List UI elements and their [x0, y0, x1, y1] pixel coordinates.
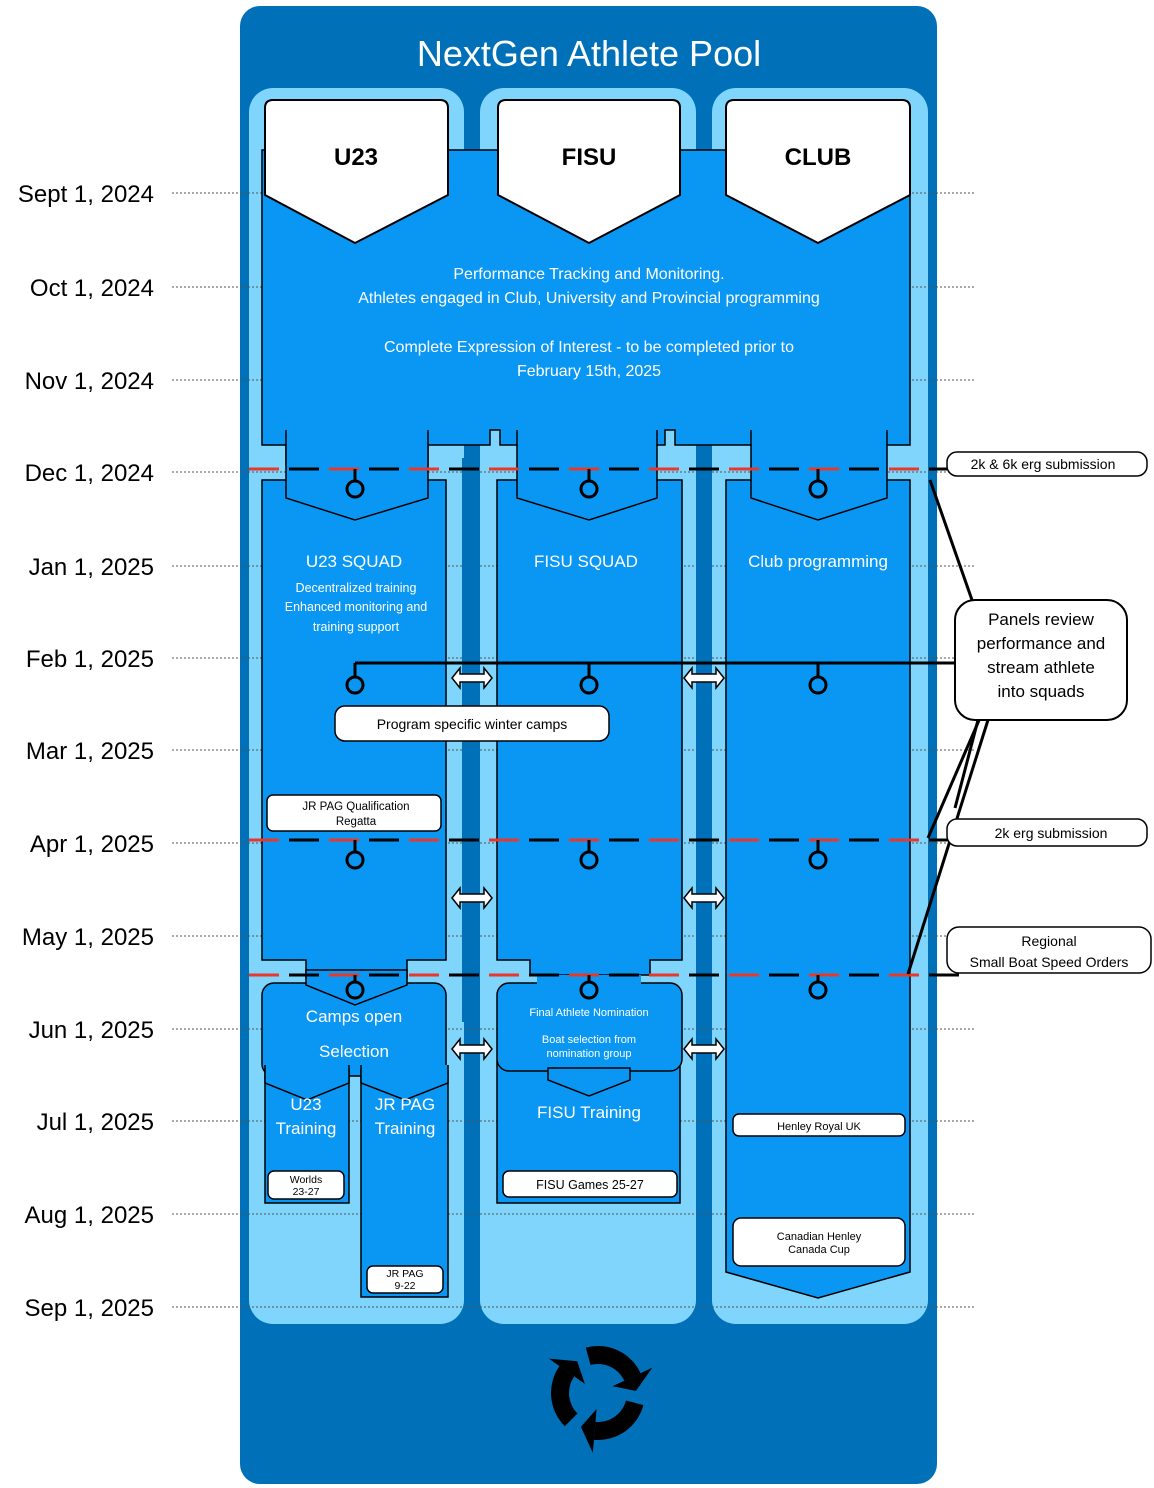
canadian-henley-line-1: Canadian Henley [777, 1231, 862, 1243]
connector-dec [928, 479, 974, 601]
selection-label: Selection [319, 1042, 389, 1061]
jrpag-qual-line-2: Regatta [336, 816, 377, 828]
jrpag-training-chevron [360, 1070, 449, 1101]
recycle-arrowhead [612, 1367, 653, 1391]
boat-selection-label-2: nomination group [546, 1048, 631, 1060]
jrpag-qualification-box [266, 794, 442, 832]
fisu-training-column [496, 1060, 681, 1204]
henley-royal-label: Henley Royal UK [777, 1121, 861, 1133]
recycle-arrowhead [580, 1408, 597, 1453]
recycle-arc-segment [593, 1400, 644, 1440]
channel-right [696, 458, 712, 1022]
fisu-squad-title: FISU SQUAD [534, 552, 638, 571]
worlds-box [267, 1170, 345, 1200]
header-club [725, 99, 911, 245]
winter-camps-label: Program specific winter camps [377, 716, 568, 732]
timeline-label: Feb 1, 2025 [26, 646, 154, 673]
u23-squad-line-3: training support [313, 620, 400, 634]
timeline-label: Nov 1, 2024 [25, 368, 154, 395]
header-fisu-label: FISU [562, 144, 617, 171]
timeline-label: Aug 1, 2025 [25, 1202, 154, 1229]
recycle-arc-segment [585, 1346, 641, 1381]
camps-open-label: Camps open [306, 1007, 402, 1026]
club-column [725, 479, 911, 1299]
jrpag-dates-box [366, 1265, 444, 1294]
u23-squad-line-2: Enhanced monitoring and [285, 600, 428, 614]
recycle-arc-segment [551, 1366, 578, 1427]
panels-review-callout [954, 599, 1128, 721]
timeline-label: Jul 1, 2025 [37, 1109, 154, 1136]
header-fisu [497, 99, 681, 245]
timeline-label: Sep 1, 2025 [25, 1295, 154, 1322]
u23-training-chevron [264, 1070, 350, 1101]
regional-speed-orders-callout [946, 926, 1152, 974]
nomination-notch [537, 975, 641, 1000]
worlds-line-1: Worlds [290, 1174, 322, 1186]
u23-entry-chevron [285, 430, 429, 521]
u23-training-label-1: U23 [290, 1095, 321, 1114]
double-arrow-icon [451, 885, 493, 911]
header-club-label: CLUB [785, 144, 852, 171]
regional-line-2: Small Boat Speed Orders [970, 954, 1129, 970]
timeline-label: Dec 1, 2024 [25, 460, 154, 487]
double-arrow-icon [683, 665, 725, 691]
regional-line-1: Regional [1021, 933, 1076, 949]
timeline-label: May 1, 2025 [22, 924, 154, 951]
transfer-arrows [451, 665, 725, 1062]
timeline-label: Mar 1, 2025 [26, 738, 154, 765]
fisu-games-label: FISU Games 25-27 [536, 1178, 644, 1192]
canadian-henley-line-2: Canada Cup [788, 1244, 850, 1256]
winter-camps-box [334, 705, 610, 742]
double-arrow-icon [451, 665, 493, 691]
double-arrow-icon [451, 1036, 493, 1062]
header-u23 [264, 99, 449, 245]
canadian-henley-box [732, 1217, 906, 1267]
fisu-entry-chevron [516, 430, 658, 521]
jrpag-training-label-2: Training [375, 1119, 436, 1138]
club-programming-title: Club programming [748, 552, 888, 571]
final-nomination-label: Final Athlete Nomination [529, 1007, 648, 1019]
u23-squad-line-1: Decentralized training [296, 581, 417, 595]
intro-line-3: Complete Expression of Interest - to be … [384, 339, 794, 356]
jrpag-dates-line-1: JR PAG [386, 1268, 423, 1280]
connector-may [906, 719, 990, 975]
timeline-label: Oct 1, 2024 [30, 275, 154, 302]
worlds-line-2: 23-27 [293, 1186, 320, 1198]
erg-2k-label: 2k erg submission [995, 825, 1108, 841]
u23-training-label-2: Training [276, 1119, 337, 1138]
erg-2k-6k-callout [946, 451, 1148, 477]
connector-apr [926, 717, 982, 839]
double-arrow-icon [683, 885, 725, 911]
panels-line-4: into squads [998, 682, 1085, 701]
panels-line-3: stream athlete [987, 658, 1095, 677]
header-u23-label: U23 [334, 144, 378, 171]
double-arrow-icon [683, 1036, 725, 1062]
jrpag-dates-line-2: 9-22 [394, 1280, 415, 1292]
fisu-training-chevron [547, 1067, 631, 1097]
u23-training-column [264, 1065, 350, 1204]
boat-selection-label-1: Boat selection from [542, 1034, 636, 1046]
intro-line-1: Performance Tracking and Monitoring. [453, 266, 724, 283]
panels-line-1: Panels review [988, 610, 1095, 629]
u23-squad-title: U23 SQUAD [306, 552, 402, 571]
jrpag-training-label-1: JR PAG [375, 1095, 435, 1114]
erg-2k-6k-label: 2k & 6k erg submission [971, 456, 1116, 472]
henley-royal-box [732, 1113, 906, 1137]
pool-title: NextGen Athlete Pool [417, 33, 761, 74]
jrpag-training-column [360, 1065, 449, 1298]
fisu-training-label: FISU Training [537, 1103, 641, 1122]
erg-2k-callout [946, 818, 1148, 847]
intro-line-4: February 15th, 2025 [517, 363, 661, 380]
jrpag-qual-line-1: JR PAG Qualification [302, 801, 409, 813]
timeline-label: Sept 1, 2024 [18, 181, 154, 208]
timeline-label: Jun 1, 2025 [29, 1017, 154, 1044]
panels-line-2: performance and [977, 634, 1106, 653]
timeline-label: Jan 1, 2025 [29, 554, 154, 581]
camps-chevron [305, 969, 408, 1006]
fisu-games-box [502, 1170, 678, 1198]
timeline-label: Apr 1, 2025 [30, 831, 154, 858]
intro-line-2: Athletes engaged in Club, University and… [358, 290, 820, 307]
